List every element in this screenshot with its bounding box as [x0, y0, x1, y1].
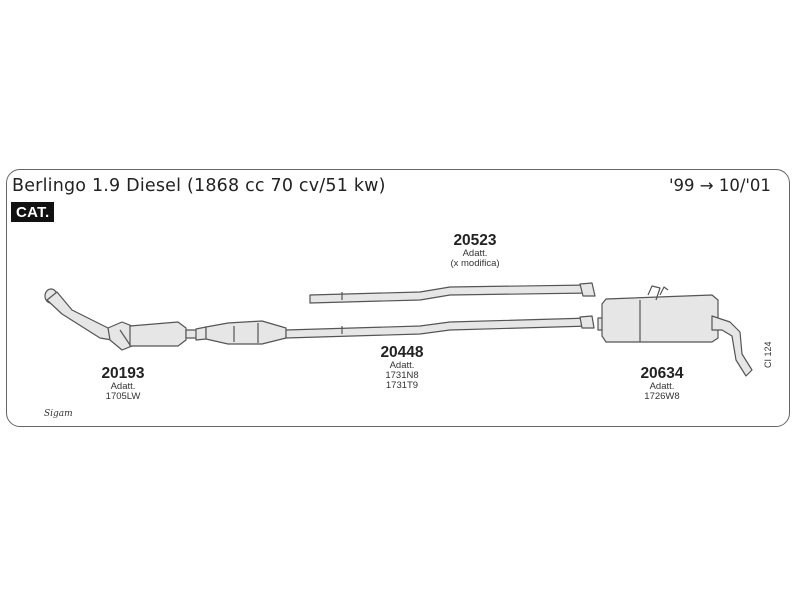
part-label-20193: 20193 Adatt. 1705LW	[93, 365, 153, 403]
cat-badge: CAT.	[11, 202, 55, 222]
part-adapter-20448: Adatt.	[389, 360, 415, 372]
part-number-20193: 20193	[101, 365, 145, 382]
vehicle-title: Berlingo 1.9 Diesel (1868 cc 70 cv/51 kw…	[12, 176, 386, 196]
part-code-1-20448: 1731N8	[385, 370, 419, 382]
part-adapter-20523: Adatt.	[462, 248, 488, 260]
part-number-20634: 20634	[640, 365, 684, 382]
part-code-20634: 1726W8	[644, 391, 680, 403]
part-number-20523: 20523	[453, 232, 497, 249]
rear-silencer-20634	[597, 285, 753, 377]
date-range: '99 → 10/'01	[669, 176, 771, 195]
part-code-20193: 1705LW	[105, 391, 141, 403]
part-code-2-20448: 1731T9	[385, 380, 419, 392]
part-label-20634: 20634 Adatt. 1726W8	[632, 365, 692, 403]
part-adapter-20634: Adatt.	[649, 381, 675, 393]
part-label-20523: 20523 Adatt. (x modifica)	[440, 232, 510, 270]
upper-pipe-20523	[309, 282, 596, 304]
part-adapter-20193: Adatt.	[110, 381, 136, 393]
part-label-20448: 20448 Adatt. 1731N8 1731T9	[372, 344, 432, 392]
front-pipe-20193	[44, 288, 201, 351]
part-note-20523: (x modifica)	[450, 258, 500, 270]
part-number-20448: 20448	[380, 344, 424, 361]
catalytic-pipe-20448	[195, 315, 595, 345]
diagram-reference: CI 124	[763, 341, 773, 368]
brand-logo: Sigam	[44, 409, 73, 419]
